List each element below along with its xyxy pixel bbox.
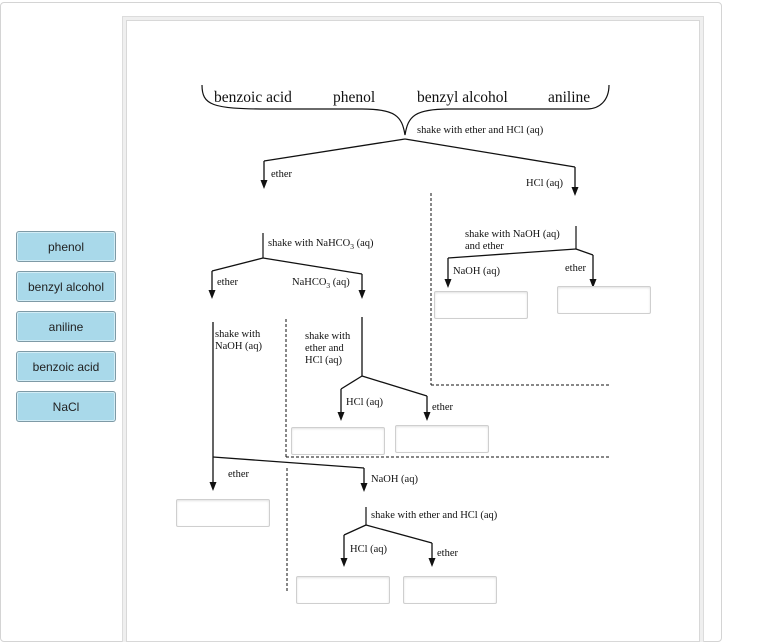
split2-right-branch [262,257,363,275]
split6-left-branch [343,524,367,536]
split6-right-branch [365,524,433,544]
step4-label-line1: shake with [215,329,261,340]
step5-label-line2: ether and [305,343,345,354]
hcl1-label: HCl (aq) [526,178,564,189]
step2-label-suffix: (aq) [354,238,374,249]
compound-brace [201,84,610,136]
split1-left-branch [263,138,406,162]
ether4-label: ether [432,402,453,413]
drop-box-ether-layer-bottom[interactable] [403,576,497,604]
arrowhead-hcl1 [571,187,579,196]
tile-benzyl-alcohol[interactable]: benzyl alcohol [16,271,116,302]
drop-box-ether-layer-left[interactable] [176,499,270,527]
drop-box-ether-layer-middle[interactable] [395,425,489,453]
split3-right-branch [575,248,594,256]
arrowhead-nahco3 [358,290,366,299]
arrowhead-naoh2 [360,483,368,492]
compound-aniline: aniline [548,89,590,106]
split5-left-branch [340,375,363,390]
split3-left-branch [447,248,577,259]
drop-box-hcl-layer-middle[interactable] [291,427,385,455]
nahco3-label-suffix: (aq) [330,277,350,288]
step1-label: shake with ether and HCl (aq) [417,125,544,136]
ether5-label: ether [228,469,249,480]
split1-right-branch [404,138,576,168]
step4-label-line2: NaOH (aq) [215,341,262,352]
drop-box-ether-layer-right[interactable] [557,286,651,314]
split2-left-branch [211,257,264,272]
ether3-label: ether [565,263,586,274]
nahco3-label-main: NaHCO [292,277,327,288]
step5-label-line1: shake with [305,331,351,342]
step2-label-main: shake with NaHCO [268,238,351,249]
drop-box-hcl-layer-bottom[interactable] [296,576,390,604]
arrowhead-ether2 [208,290,216,299]
arrowhead-hcl3 [340,558,348,567]
step3-label-line2: and ether [465,241,504,252]
step2-label: shake with NaHCO3 (aq) [268,238,374,251]
ether6-label: ether [437,548,458,559]
step5-label-line3: HCl (aq) [305,355,343,366]
arrowhead-ether1 [260,180,268,189]
split4-right-branch [212,456,365,469]
ether2-label: ether [217,277,238,288]
naoh2-label: NaOH (aq) [371,474,418,485]
compound-phenol: phenol [333,89,375,106]
hcl3-label: HCl (aq) [350,544,388,555]
separation-flowchart: benzoic acid phenol benzyl alcohol anili… [201,84,610,593]
ether1-label: ether [271,169,292,180]
arrowhead-ether4 [423,412,431,421]
drop-box-naoh-layer[interactable] [434,291,528,319]
arrowhead-ether3 [589,279,597,288]
tile-phenol[interactable]: phenol [16,231,116,262]
step2-label-subscript: 3 [350,242,354,251]
tile-nacl[interactable]: NaCl [16,391,116,422]
step3-label-line1: shake with NaOH (aq) [465,229,560,240]
tile-benzoic-acid[interactable]: benzoic acid [16,351,116,382]
naoh1-label: NaOH (aq) [453,266,500,277]
hcl2-label: HCl (aq) [346,397,384,408]
step6-label: shake with ether and HCl (aq) [371,510,498,521]
compound-benzoic-acid: benzoic acid [214,89,292,106]
arrowhead-hcl2 [337,412,345,421]
compound-benzyl-alcohol: benzyl alcohol [417,89,508,106]
tile-aniline[interactable]: aniline [16,311,116,342]
diagram-panel: benzoic acid phenol benzyl alcohol anili… [126,20,700,642]
nahco3-label: NaHCO3 (aq) [292,277,350,290]
arrowhead-ether5 [209,482,217,491]
arrowhead-ether6 [428,558,436,567]
split5-right-branch [361,375,428,397]
nahco3-label-subscript: 3 [326,281,330,290]
arrowhead-naoh1 [444,279,452,288]
